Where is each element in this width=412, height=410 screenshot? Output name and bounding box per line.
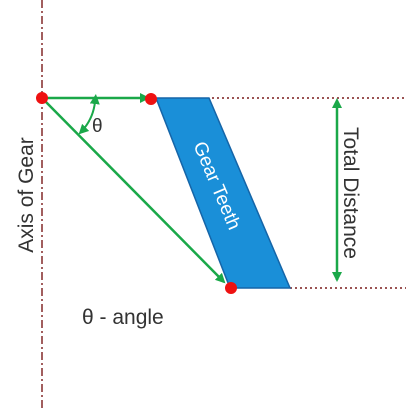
axis-label: Axis of Gear: [15, 137, 38, 253]
origin-point: [36, 92, 48, 104]
horizontal-end-point: [145, 93, 157, 105]
diagonal-end-point: [225, 282, 237, 294]
theta-label: θ: [92, 116, 103, 137]
diagonal-arrow: [41, 97, 226, 284]
angle-arc: [78, 94, 100, 135]
theta-legend: θ - angle: [82, 306, 164, 329]
gear-teeth-shape: [154, 97, 292, 289]
total-distance-label: Total Distance: [339, 127, 362, 259]
